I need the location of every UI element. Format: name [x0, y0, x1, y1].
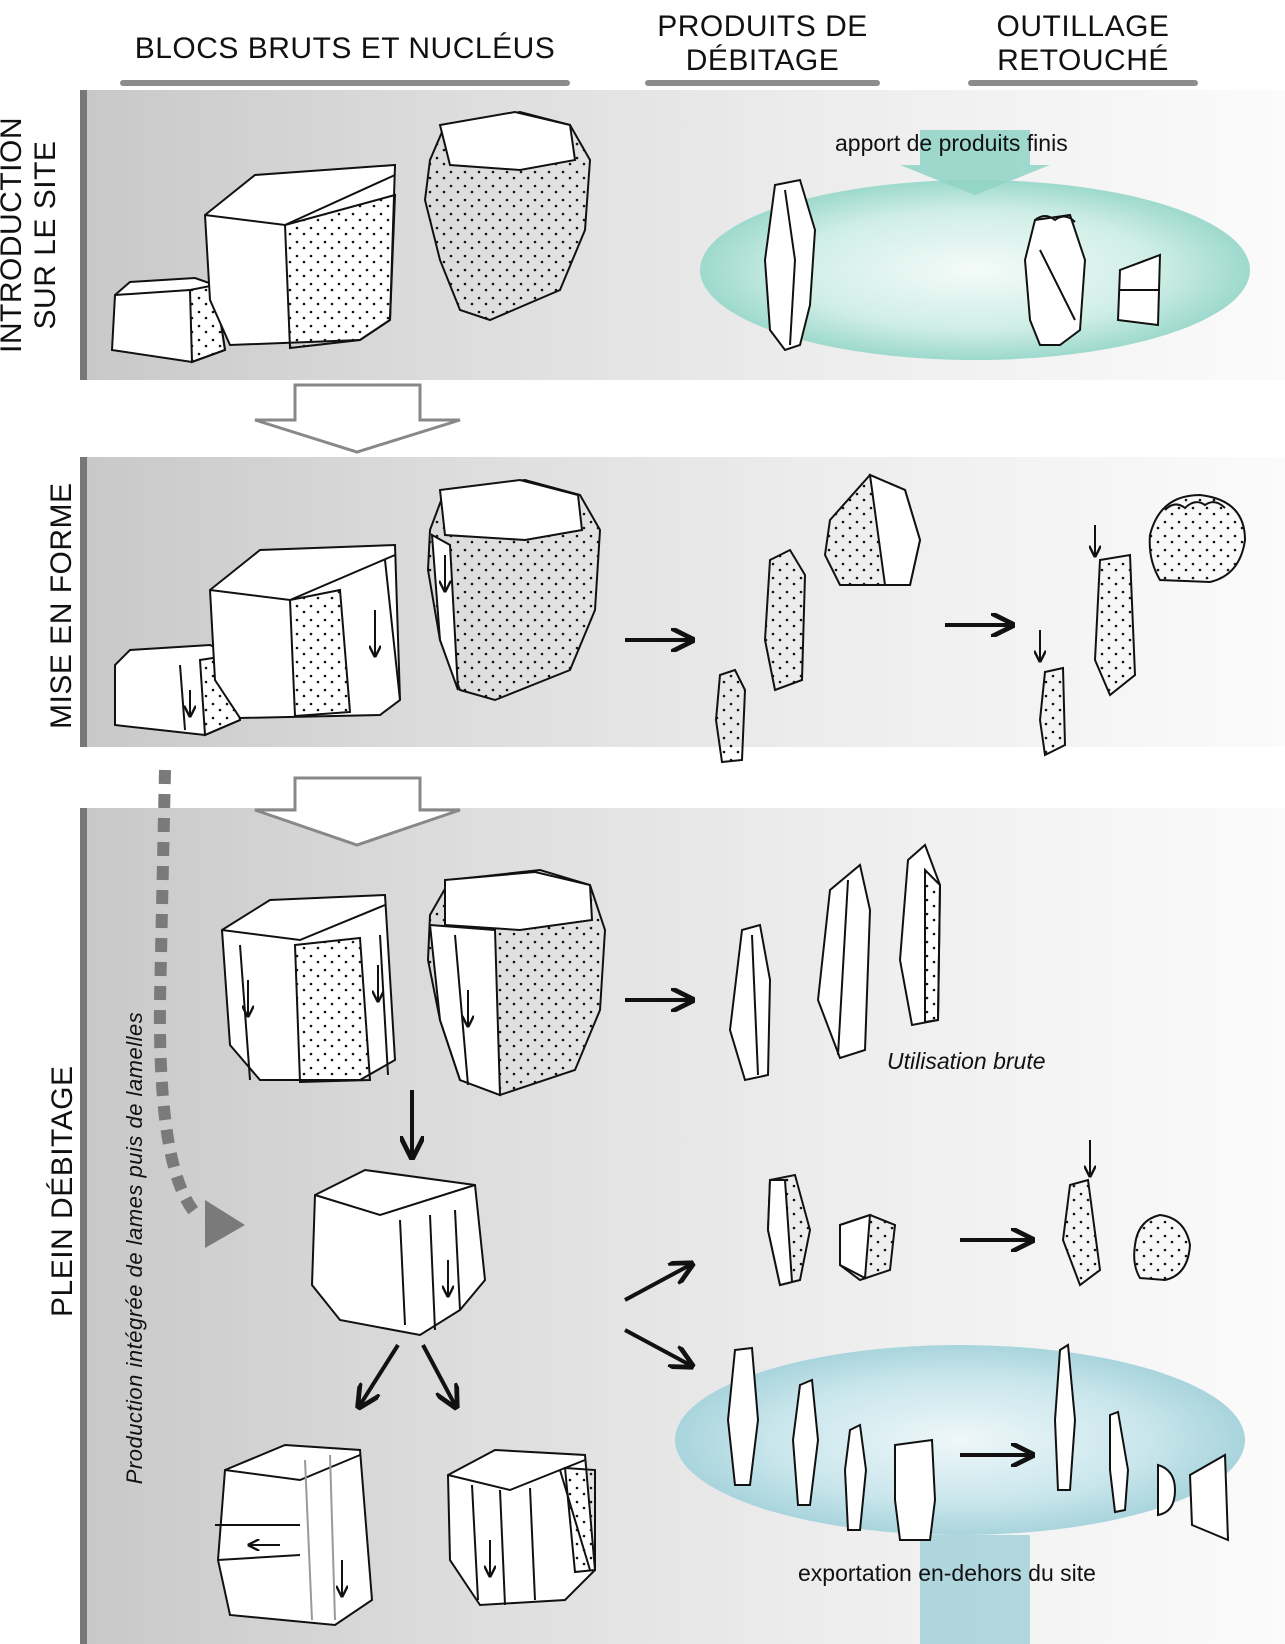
annotation-utilisation: Utilisation brute	[887, 1048, 1046, 1075]
raw-nodule	[425, 112, 590, 320]
burin-large	[1095, 525, 1135, 695]
export-bladelet-1	[728, 1348, 758, 1485]
cortical-flake	[825, 475, 920, 585]
bladelet-flake-1	[768, 1175, 810, 1285]
annotation-production: Production intégrée de lames puis de lam…	[120, 968, 150, 1528]
raw-block-large	[205, 165, 395, 348]
shaped-nodule	[428, 480, 600, 700]
arrow-to-flakes	[625, 1265, 690, 1300]
exhausted-core-1	[215, 1445, 372, 1625]
burin-row3	[1063, 1140, 1100, 1285]
hollow-arrow-2	[255, 778, 460, 845]
arrow-core-left	[360, 1345, 398, 1405]
dotted-arrow-integration	[160, 770, 200, 1218]
dotted-arrow-head	[205, 1200, 245, 1248]
raw-blade-3	[900, 845, 940, 1025]
shaped-block-large	[210, 545, 400, 718]
burin-small	[1040, 630, 1065, 755]
export-bladelet-4	[895, 1440, 935, 1540]
raw-block-small	[112, 278, 225, 362]
arrow-core-right	[423, 1345, 455, 1405]
arrow-to-bladelets	[625, 1330, 690, 1365]
annotation-exportation: exportation en-dehors du site	[798, 1560, 1096, 1587]
crested-blade-small	[716, 670, 745, 762]
endscraper-apport	[1025, 215, 1085, 345]
endscraper-round	[1150, 495, 1245, 582]
raw-blade-1	[730, 925, 770, 1080]
bladelet-core	[312, 1170, 485, 1335]
core-blades-1	[222, 895, 395, 1082]
endscraper-row3	[1134, 1215, 1190, 1280]
bladelet-flake-2	[840, 1215, 895, 1280]
exhausted-core-2	[448, 1450, 595, 1605]
hollow-arrow-1	[255, 385, 460, 452]
core-blades-2	[428, 870, 605, 1095]
crested-blade-large	[765, 550, 805, 690]
annotation-apport: apport de produits finis	[835, 130, 1068, 157]
raw-blade-2	[818, 865, 870, 1058]
